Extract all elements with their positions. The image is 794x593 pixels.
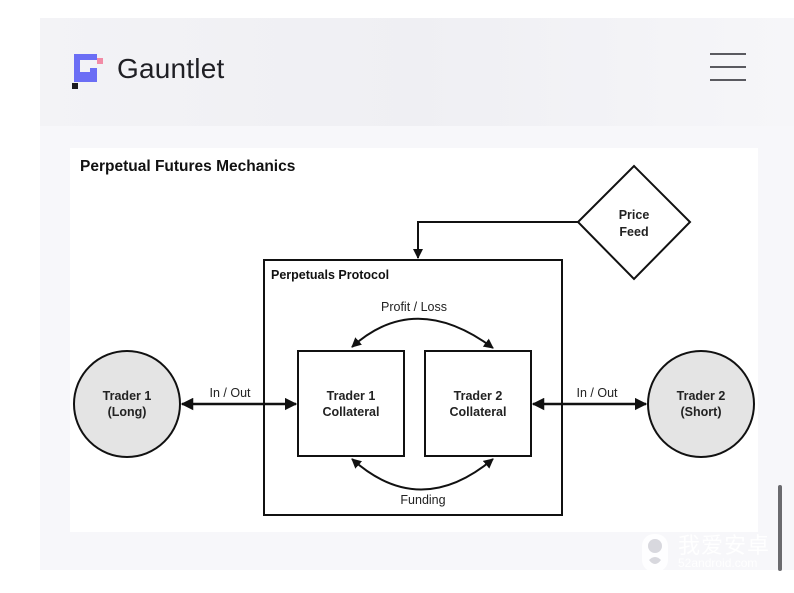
scrollbar[interactable]	[778, 485, 782, 571]
diagram-figure: Perpetual Futures Mechanics Price Feed P…	[70, 148, 758, 532]
funding-arrow	[351, 458, 494, 491]
hamburger-menu-button[interactable]	[710, 53, 748, 83]
price-feed-diamond	[576, 164, 692, 281]
logo-black-square	[72, 83, 78, 89]
trader2-short-node	[647, 350, 755, 458]
site-header	[40, 18, 794, 126]
perpetuals-protocol-box	[263, 259, 563, 516]
trader1-collateral-box	[297, 350, 405, 457]
trader1-long-node	[73, 350, 181, 458]
funding-label: Funding	[400, 493, 445, 507]
trader2-collateral-box	[424, 350, 532, 457]
watermark-en: 52android.com	[678, 556, 758, 570]
logo-g-shape	[74, 54, 97, 82]
gauntlet-logo-icon[interactable]	[72, 52, 106, 90]
trader2-label-1: Trader 2	[677, 389, 726, 403]
diagram-title: Perpetual Futures Mechanics	[80, 158, 295, 175]
diagram-svg: Perpetual Futures Mechanics Price Feed P…	[73, 158, 755, 516]
logo-pink-square	[97, 58, 103, 64]
protocol-label: Perpetuals Protocol	[271, 268, 389, 282]
menu-line	[710, 66, 746, 68]
trader1-label-1: Trader 1	[103, 389, 152, 403]
trader2-collateral-label-2: Collateral	[450, 405, 507, 419]
menu-line	[710, 79, 746, 81]
logo-g-inner	[80, 72, 90, 76]
price-feed-label-1: Price	[619, 208, 650, 222]
profit-loss-arrow	[351, 317, 494, 349]
mascot-icon	[642, 534, 668, 572]
price-feed-label-2: Feed	[619, 225, 648, 239]
trader2-label-2: (Short)	[681, 405, 722, 419]
price-feed-arrow	[413, 221, 578, 259]
in-out-right-label: In / Out	[577, 386, 619, 400]
brand-name[interactable]: Gauntlet	[117, 53, 225, 84]
menu-line	[710, 53, 746, 55]
in-out-left-label: In / Out	[210, 386, 252, 400]
watermark-cn: 我爱安卓	[678, 533, 771, 558]
trader1-collateral-label-2: Collateral	[323, 405, 380, 419]
profit-loss-label: Profit / Loss	[381, 300, 447, 314]
trader2-collateral-label-1: Trader 2	[454, 389, 503, 403]
trader1-label-2: (Long)	[108, 405, 147, 419]
trader1-collateral-label-1: Trader 1	[327, 389, 376, 403]
